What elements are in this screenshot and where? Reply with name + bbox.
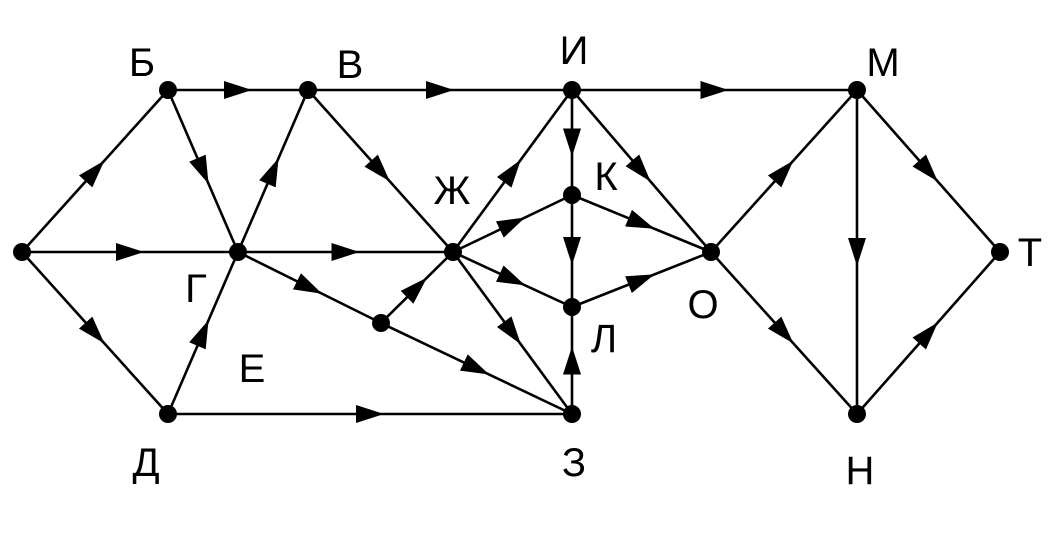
edge-Л-О <box>571 250 712 309</box>
node-label-Е: Е <box>239 347 266 391</box>
arrowhead-icon <box>563 346 581 375</box>
arrowhead-icon <box>189 154 209 184</box>
node-label-Ж: Ж <box>434 169 471 213</box>
arrowhead-icon <box>912 154 938 182</box>
arrowhead-icon <box>495 217 526 238</box>
arrowhead-icon <box>224 81 252 99</box>
arrowhead-icon <box>259 158 279 188</box>
edge-О-М <box>710 89 858 253</box>
edge-Б-В <box>168 81 308 99</box>
arrowhead-icon <box>496 316 521 345</box>
edge-Д-З <box>168 405 572 423</box>
edge-Ж-Л <box>452 250 573 309</box>
node-label-З: З <box>562 441 586 485</box>
arrowhead-icon <box>426 81 454 99</box>
arrowhead-icon <box>364 154 390 182</box>
arrowhead-icon <box>700 81 729 99</box>
edge-К-Л <box>563 195 581 307</box>
node-label-В: В <box>337 43 364 87</box>
arrowhead-icon <box>767 316 794 344</box>
edge-Е-З <box>380 321 573 416</box>
node-label-О: О <box>687 283 718 327</box>
edge-Н-Т <box>856 251 1001 415</box>
arrowhead-icon <box>496 159 521 188</box>
node-Б <box>159 81 177 99</box>
node-label-Л: Л <box>591 317 617 361</box>
arrowhead-icon <box>331 243 360 261</box>
node-А <box>13 243 31 261</box>
node-З <box>563 405 581 423</box>
node-Ж <box>444 243 462 261</box>
node-Е <box>372 314 390 332</box>
edge-Д-Г <box>166 251 240 415</box>
edge-Г-В <box>236 89 310 253</box>
edge-К-О <box>571 193 712 254</box>
labels-layer: Б В Г Д Е Ж И К Л З О М Н Т <box>129 29 1042 493</box>
arrowhead-icon <box>625 154 651 182</box>
edge-Г-Е <box>237 250 382 325</box>
edge-Ж-И <box>451 89 574 253</box>
arrowhead-icon <box>78 316 105 344</box>
node-Л <box>563 298 581 316</box>
node-label-К: К <box>594 155 618 199</box>
node-К <box>563 186 581 204</box>
node-Н <box>848 405 866 423</box>
node-label-Б: Б <box>129 41 155 85</box>
edge-Б-Г <box>166 89 240 253</box>
node-О <box>702 243 720 261</box>
edge-В-И <box>308 81 572 99</box>
node-И <box>563 81 581 99</box>
arrowhead-icon <box>912 322 938 350</box>
edge-А-Г <box>22 243 238 261</box>
edge-А-Д <box>21 251 169 415</box>
edge-И-К <box>563 90 581 195</box>
edge-Е-Ж <box>380 251 454 324</box>
arrowhead-icon <box>400 277 427 304</box>
arrowhead-icon <box>496 265 526 286</box>
arrowhead-icon <box>767 160 794 188</box>
node-label-Д: Д <box>132 441 159 485</box>
arrowhead-icon <box>356 405 384 423</box>
edge-Ж-З <box>451 251 574 415</box>
node-Г <box>229 243 247 261</box>
edge-Г-Ж <box>238 243 453 261</box>
node-label-Н: Н <box>846 449 875 493</box>
edge-А-Б <box>21 89 169 253</box>
node-Т <box>991 243 1009 261</box>
edge-О-Н <box>710 251 858 415</box>
edge-И-М <box>572 81 857 99</box>
arrowhead-icon <box>848 238 866 266</box>
edge-Ж-К <box>452 193 573 254</box>
edge-И-О <box>571 89 712 253</box>
arrowhead-icon <box>459 354 490 375</box>
edge-М-Т <box>856 89 1001 253</box>
node-М <box>848 81 866 99</box>
arrowhead-icon <box>625 209 655 229</box>
arrowhead-icon <box>625 274 655 294</box>
node-В <box>299 81 317 99</box>
edge-М-Н <box>848 90 866 414</box>
edge-В-Ж <box>307 89 454 253</box>
edges-layer <box>21 81 1001 423</box>
nodes-layer <box>13 81 1009 423</box>
arrowhead-icon <box>116 243 144 261</box>
node-label-Г: Г <box>185 267 207 311</box>
edge-З-Л <box>563 307 581 414</box>
arrowhead-icon <box>563 237 581 265</box>
node-label-М: М <box>866 41 899 85</box>
arrowhead-icon <box>563 128 581 157</box>
arrowhead-icon <box>78 160 105 188</box>
arrowhead-icon <box>189 320 209 350</box>
node-label-Т: Т <box>1018 231 1042 275</box>
node-Д <box>159 405 177 423</box>
arrowhead-icon <box>292 273 323 294</box>
node-label-И: И <box>560 29 589 73</box>
